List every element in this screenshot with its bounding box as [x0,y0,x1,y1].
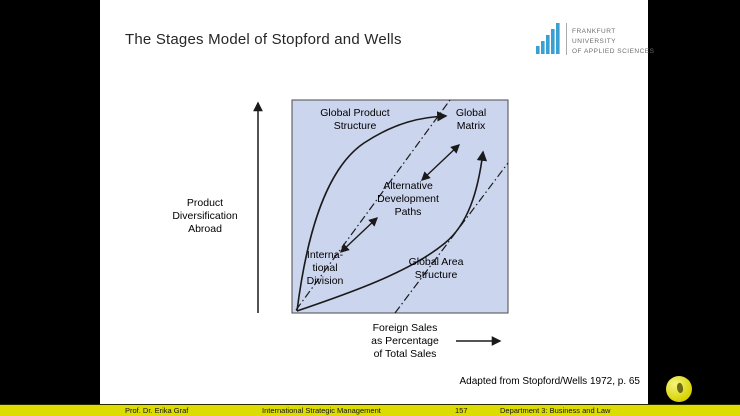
footer-author: Prof. Dr. Erika Graf [125,406,189,415]
footer-department: Department 3: Business and Law [500,406,611,415]
logo-bar [536,46,540,54]
logo-bar [546,35,550,54]
label-global-area-structure: Global Area Structure [408,256,464,281]
stage-boundary-line-upper [295,99,451,311]
x-axis-label: Foreign Sales as Percentage of Total Sal… [371,322,439,360]
logo-text-line: OF APPLIED SCIENCES [572,48,655,56]
stages-model-diagram [253,99,509,346]
logo-divider [566,23,567,55]
university-logo-bars-icon [536,23,560,54]
alternative-path-arrow-upper [421,144,460,181]
footer-page-number: 157 [455,406,468,415]
slide: The Stages Model of Stopford and Wells F… [100,0,654,404]
logo-bar [541,41,545,54]
source-note: Adapted from Stopford/Wells 1972, p. 65 [459,376,640,387]
product-structure-path-curve [296,111,448,312]
area-structure-path-curve [296,150,488,312]
logo-bar [551,29,555,54]
university-logo-text: FRANKFURT UNIVERSITY OF APPLIED SCIENCES [572,22,654,57]
nav-button-icon [675,382,685,394]
slide-title: The Stages Model of Stopford and Wells [125,31,402,48]
y-axis-label: Product Diversification Abroad [172,197,238,235]
university-logo: FRANKFURT UNIVERSITY OF APPLIED SCIENCES [536,22,654,57]
logo-text-line: UNIVERSITY [572,38,617,46]
logo-bar [556,23,560,54]
footer-bar: Prof. Dr. Erika Graf International Strat… [0,404,740,416]
footer-course: International Strategic Management [262,406,381,415]
logo-text-line: FRANKFURT [572,28,616,35]
matrix-box [291,99,509,314]
overlay-nav-button[interactable] [666,376,692,402]
label-global-matrix: Global Matrix [455,107,487,132]
alternative-path-arrow-lower [340,217,378,253]
label-international-division: Interna- tional Division [306,249,344,287]
label-global-product-structure: Global Product Structure [320,107,390,132]
label-alternative-development-paths: Alternative Development Paths [377,180,439,218]
